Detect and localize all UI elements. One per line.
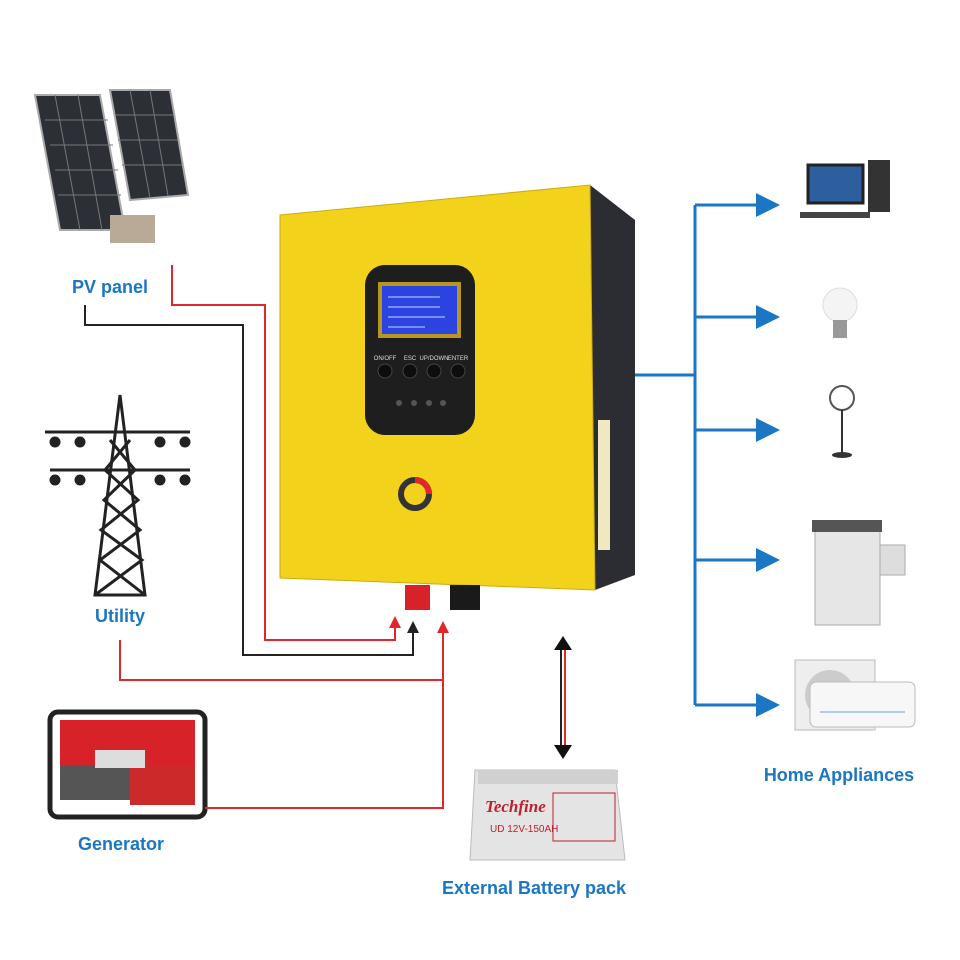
battery-icon — [469, 769, 626, 861]
negative-terminal — [450, 585, 480, 610]
side-sticker — [598, 420, 610, 550]
utility-tower-icon — [45, 394, 191, 597]
generator-icon — [47, 709, 208, 820]
enter-button — [450, 363, 466, 379]
battery-arrowheads — [554, 636, 572, 759]
pv-positive-wire — [171, 265, 401, 641]
updown-button — [426, 363, 442, 379]
lcd-screen — [382, 286, 457, 334]
status-leds — [396, 400, 446, 406]
onoff-button — [377, 363, 393, 379]
light-bulb-icon — [822, 287, 858, 338]
pv-panel-label: PV panel — [71, 277, 149, 297]
enter-label: ENTER — [447, 356, 469, 362]
updown-label: UP/DOWN — [419, 356, 449, 362]
generator-wire — [205, 680, 444, 809]
copier-icon — [812, 520, 906, 626]
computer-icon — [800, 160, 890, 218]
positive-terminal — [405, 585, 430, 610]
brand-logo-icon — [398, 477, 432, 511]
utility-label: Utility — [94, 606, 146, 626]
output-distribution — [632, 193, 780, 717]
pv-negative-wire — [84, 305, 419, 656]
generator-label: Generator — [77, 834, 165, 854]
utility-wire — [119, 621, 449, 681]
battery-model: UD 12V-150AH — [490, 824, 559, 835]
inverter — [279, 184, 635, 610]
home-appliances-label: Home Appliances — [763, 765, 915, 785]
esc-button — [402, 363, 418, 379]
onoff-label: ON/OFF — [373, 356, 397, 362]
battery-brand: Techfine — [485, 797, 546, 816]
fan-icon — [829, 385, 855, 458]
battery-label: External Battery pack — [441, 878, 627, 898]
air-conditioner-icon — [794, 659, 916, 731]
pv-panel-icon — [33, 89, 190, 243]
esc-label: ESC — [403, 356, 417, 362]
